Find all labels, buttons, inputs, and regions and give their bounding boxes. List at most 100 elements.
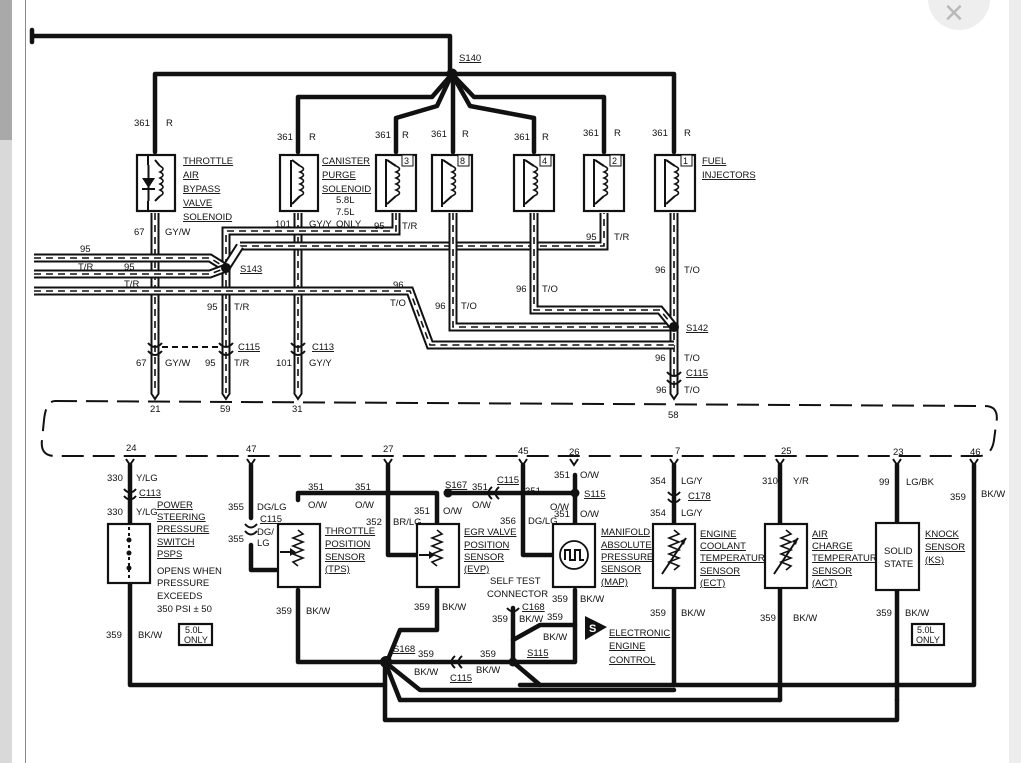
bus-361-inj2 [449,71,607,155]
svg-text:351: 351 [472,482,488,493]
svg-text:PRESSURE: PRESSURE [157,524,209,535]
svg-text:C115: C115 [238,342,260,353]
svg-text:PSPS: PSPS [157,549,182,560]
svg-text:Y/LG: Y/LG [136,473,158,484]
svg-text:2: 2 [612,156,617,166]
svg-text:POWER: POWER [157,500,193,511]
fuel-injectors-label: FUEL INJECTORS [702,156,756,181]
svg-text:(ECT): (ECT) [700,578,725,589]
svg-text:POSITION: POSITION [464,540,510,551]
knock-sensor: SOLID STATE KNOCK SENSOR (KS) 5.0L ONLY [874,521,965,647]
splice-s167-label: S167 [445,480,467,491]
svg-text:R: R [614,128,621,139]
svg-text:96: 96 [516,284,527,295]
svg-text:SOLENOID: SOLENOID [322,184,371,195]
svg-text:R: R [309,132,316,143]
svg-text:CANISTER: CANISTER [322,156,370,167]
svg-text:LG/Y: LG/Y [681,508,703,519]
svg-text:27: 27 [383,444,394,455]
svg-text:CONTROL: CONTROL [609,655,655,666]
throttle-position-sensor: THROTTLE POSITION SENSOR (TPS) [276,522,375,589]
svg-text:BK/W: BK/W [414,667,438,678]
close-icon: × [944,0,964,32]
svg-text:DG/LG: DG/LG [257,502,287,513]
svg-text:5.0L: 5.0L [917,625,935,635]
svg-text:5.8L: 5.8L [336,195,355,206]
svg-text:361: 361 [134,118,150,129]
svg-text:DG/LG: DG/LG [528,516,558,527]
svg-text:95: 95 [80,244,91,255]
svg-text:C168: C168 [522,602,545,613]
svg-text:EXCEEDS: EXCEEDS [157,591,202,602]
svg-text:C178: C178 [688,491,711,502]
splice-s115a-label: S115 [584,489,605,500]
svg-text:361: 361 [652,128,668,139]
svg-text:ENGINE: ENGINE [609,641,645,652]
svg-text:45: 45 [518,446,529,457]
svg-text:C113: C113 [139,488,161,499]
svg-text:BR/LG: BR/LG [393,517,422,528]
svg-text:7: 7 [675,446,680,457]
svg-text:BYPASS: BYPASS [183,184,220,195]
svg-text:AIR: AIR [812,529,828,540]
svg-text:330: 330 [107,473,123,484]
svg-text:351: 351 [554,509,570,520]
svg-text:T/O: T/O [461,301,477,312]
injector-1: 1 [653,153,697,213]
svg-text:(ACT): (ACT) [812,578,837,589]
svg-text:BK/W: BK/W [306,606,330,617]
svg-text:67: 67 [134,227,145,238]
svg-text:SENSOR: SENSOR [812,566,852,577]
svg-text:T/R: T/R [124,279,139,290]
svg-text:S: S [589,623,596,635]
svg-text:LG/BK: LG/BK [906,477,935,488]
svg-text:LG/Y: LG/Y [681,476,703,487]
svg-text:354: 354 [650,508,666,519]
svg-text:O/W: O/W [308,500,327,511]
svg-text:3: 3 [404,156,409,166]
svg-text:95: 95 [586,232,597,243]
svg-text:BK/W: BK/W [981,489,1005,500]
svg-text:R: R [462,129,469,140]
svg-text:Y/LG: Y/LG [136,507,158,518]
svg-text:59: 59 [220,404,231,415]
pins-top: 24 47 27 45 26 7 25 23 46 [125,443,981,467]
svg-text:359: 359 [492,614,508,625]
svg-text:ONLY: ONLY [336,219,362,230]
svg-text:351: 351 [355,482,371,493]
svg-text:101: 101 [276,358,292,369]
svg-text:1: 1 [683,156,688,166]
scrollbar-thumb[interactable] [0,0,12,140]
power-feed-wire [31,33,453,77]
svg-text:T/O: T/O [684,385,700,396]
connectors-bottom: C113 C115 C178 C115 C168 C115 [123,475,711,684]
svg-text:350 PSI ± 50: 350 PSI ± 50 [157,604,212,615]
splice-s168-label: S168 [393,644,415,655]
svg-text:C115: C115 [497,475,519,486]
svg-text:359: 359 [876,608,892,619]
svg-text:SENSOR: SENSOR [700,566,740,577]
egr-valve-position-sensor: EGR VALVE POSITION SENSOR (EVP) [415,522,516,589]
svg-text:O/W: O/W [580,470,599,481]
svg-text:96: 96 [655,265,666,276]
svg-text:101: 101 [275,219,291,230]
svg-text:ENGINE: ENGINE [700,529,736,540]
splice-s167-dot [443,488,453,498]
svg-text:O/W: O/W [580,509,599,520]
svg-text:C115: C115 [686,368,708,379]
bus-361-inj4 [449,71,537,155]
self-test-connector: SELF TEST CONNECTOR [487,576,548,600]
svg-text:C113: C113 [312,342,334,353]
canister-purge-label: CANISTER PURGE SOLENOID 5.8L 7.5L ONLY [322,156,371,230]
svg-text:SWITCH: SWITCH [157,537,195,548]
svg-text:STATE: STATE [884,559,913,570]
svg-text:OPENS WHEN: OPENS WHEN [157,566,222,577]
bus-361-inj3 [393,71,455,155]
manifold-absolute-pressure-sensor: MANIFOLD ABSOLUTE PRESSURE SENSOR (MAP) [551,522,653,589]
svg-text:PRESSURE: PRESSURE [601,552,653,563]
svg-text:359: 359 [480,649,496,660]
svg-text:359: 359 [547,612,563,623]
svg-text:C115: C115 [450,673,472,684]
